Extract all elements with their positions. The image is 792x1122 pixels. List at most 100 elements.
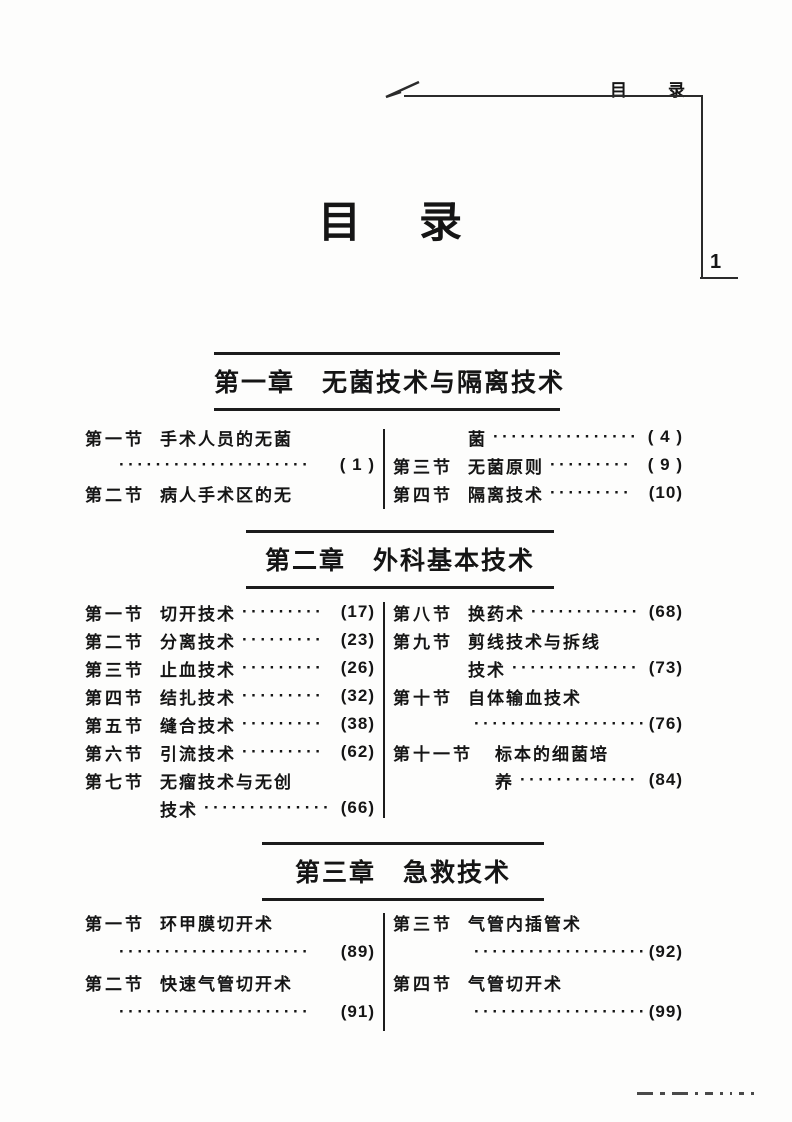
page-ref: (99): [648, 1002, 683, 1021]
page-ref: (91): [340, 1002, 375, 1021]
toc-column-left: 第一节切开技术·········(17)第二节分离技术·········(23)…: [85, 598, 375, 822]
page-ref: (38): [340, 714, 375, 733]
entry-title: 换药术: [468, 604, 525, 624]
page-ref: (10): [648, 483, 683, 502]
page-ref: (66): [340, 798, 375, 817]
section-label: 第三节: [85, 660, 145, 680]
page-ref: (68): [648, 602, 683, 621]
toc-entry: 第二节病人手术区的无: [85, 479, 375, 507]
toc-entry: 养·············(84): [393, 766, 683, 794]
toc-entry: 第八节换药术············(68): [393, 598, 683, 626]
toc-entry: 第六节引流技术 ········· (62): [85, 738, 375, 766]
dot-leader: ··············: [204, 798, 333, 817]
toc-column-right: 第八节换药术············(68)第九节剪线技术与拆线技术······…: [393, 598, 683, 794]
dot-leader: ·····················: [119, 455, 312, 474]
entry-title: 引流技术: [160, 744, 236, 764]
entry-title: 切开技术: [160, 604, 236, 624]
section-label: 第二节: [85, 485, 145, 505]
dot-leader: ················: [493, 427, 640, 446]
entry-title: 止血技术: [160, 660, 236, 680]
entry-title: 标本的细菌培: [495, 744, 609, 764]
entry-title: 手术人员的无菌: [160, 429, 293, 449]
entry-title: 气管内插管术: [468, 914, 582, 934]
entry-title: 病人手术区的无: [160, 485, 293, 505]
toc-entry: 第一节切开技术·········(17): [85, 598, 375, 626]
dot-leader: ·········: [550, 455, 633, 474]
toc-entry: 第四节隔离技术·········(10): [393, 479, 683, 507]
toc-entry: 第十节自体输血技术: [393, 682, 683, 710]
dot-leader: ·········: [242, 714, 325, 733]
toc-entry: ····················(76): [393, 710, 683, 738]
running-header: 目 录: [610, 76, 686, 101]
toc-entry: ····················(92): [393, 937, 683, 967]
chapter-heading-1: 第一章 无菌技术与隔离技术: [214, 352, 563, 411]
toc-column-left: 第一节手术人员的无菌 ····················· ( 1 ) 第二节病…: [85, 423, 375, 507]
section-label: 第九节: [393, 632, 453, 652]
header-rule-horizontal: [404, 95, 703, 97]
dot-leader: ············: [531, 602, 641, 621]
entry-title: 自体输血技术: [468, 688, 582, 708]
toc-entry: 菌················( 4 ): [393, 423, 683, 451]
section-label: 第一节: [85, 914, 145, 934]
header-rule-vertical: [701, 95, 703, 279]
section-label: 第十一节: [393, 744, 473, 764]
column-divider: [383, 429, 385, 509]
section-label: 第四节: [85, 688, 145, 708]
section-label: 第七节: [85, 772, 145, 792]
page-number-underline: [700, 277, 738, 279]
page-ref: (92): [648, 942, 683, 961]
dot-leader: ·············: [520, 770, 640, 789]
section-label: 第六节: [85, 744, 145, 764]
running-header-char: 录: [668, 81, 686, 100]
page-ref: ( 1 ): [339, 455, 375, 474]
page-ref: (84): [648, 770, 683, 789]
running-header-char: 目: [610, 81, 628, 100]
page-title: 目 录: [318, 188, 462, 250]
dot-leader: ·····················: [119, 942, 312, 961]
page-ref: ( 4 ): [647, 427, 683, 446]
entry-title: 快速气管切开术: [160, 974, 293, 994]
scan-artifact-marks: [637, 1092, 754, 1095]
page-number: 1: [710, 251, 722, 273]
toc-entry: 第九节剪线技术与拆线: [393, 626, 683, 654]
dot-leader: ··············: [512, 658, 641, 677]
toc-entry: ·····················(89): [85, 937, 375, 967]
entry-title: 技术: [160, 800, 198, 820]
section-label: 第二节: [85, 974, 145, 994]
artifact-dash: [637, 1092, 653, 1095]
entry-title: 隔离技术: [468, 485, 544, 505]
toc-entry: 第七节无瘤技术与无创: [85, 766, 375, 794]
section-label: 第二节: [85, 632, 145, 652]
toc-column-right: 第三节气管内插管术····················(92)第四节气管切开…: [393, 907, 683, 1027]
entry-title: 结扎技术: [160, 688, 236, 708]
entry-title: 缝合技术: [160, 716, 236, 736]
section-label: 第四节: [393, 974, 453, 994]
dot-leader: ·········: [242, 742, 325, 761]
entry-title: 无瘤技术与无创: [160, 772, 293, 792]
dot-leader: ····················: [474, 714, 645, 733]
section-label: 第一节: [85, 429, 145, 449]
toc-entry: 第三节气管内插管术: [393, 907, 683, 937]
page-ref: (23): [340, 630, 375, 649]
chapter-heading-3: 第三章 急救技术: [262, 842, 544, 901]
page-ref: (76): [648, 714, 683, 733]
toc-entry: 第四节气管切开术: [393, 967, 683, 997]
artifact-dash: [751, 1092, 754, 1095]
toc-column-right: 菌················( 4 )第三节无菌原则·········( …: [393, 423, 683, 507]
toc-entry: ····················· ( 1 ): [85, 451, 375, 479]
toc-entry: 技术 ·············· (66): [85, 794, 375, 822]
page-title-char: 录: [419, 199, 462, 247]
toc-entry: 第五节缝合技术 ········· (38): [85, 710, 375, 738]
page-ref: ( 9 ): [647, 455, 683, 474]
toc-entry: ····················(99): [393, 997, 683, 1027]
chapter-heading-2: 第二章 外科基本技术: [246, 530, 554, 589]
toc-entry: 技术··············(73): [393, 654, 683, 682]
dot-leader: ·····················: [119, 1002, 312, 1021]
toc-entry: 第三节止血技术·········(26): [85, 654, 375, 682]
section-label: 第三节: [393, 914, 453, 934]
section-label: 第五节: [85, 716, 145, 736]
artifact-dash: [660, 1092, 665, 1095]
page-ref: (62): [340, 742, 375, 761]
toc-entry: 第十一节 标本的细菌培: [393, 738, 683, 766]
dot-leader: ····················: [474, 1002, 645, 1021]
